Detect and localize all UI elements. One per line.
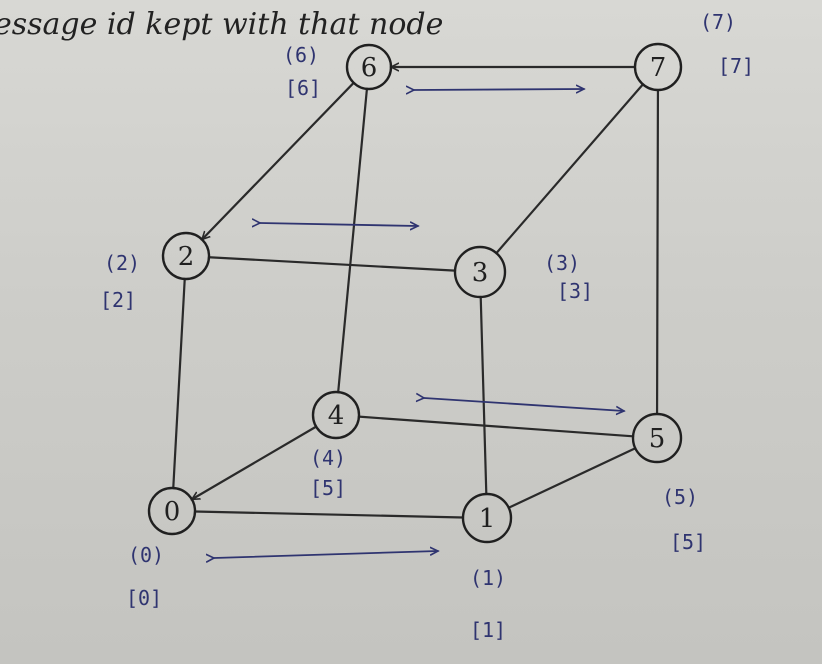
node-circle (633, 42, 683, 92)
label-layer: (0) [0] (1) [1] (2) [2] (3) [3] (4) [5] (5) [5] (6) [… (100, 10, 754, 642)
node-5-round-label: (5) (662, 485, 698, 509)
node-3-round-label: (3) (544, 251, 580, 275)
node-0: 0 (147, 486, 197, 536)
node-0-square-label: [0] (126, 586, 162, 610)
arrow-0-1 (214, 551, 438, 558)
node-7-square-label: [7] (718, 54, 754, 78)
node-id-text: 2 (178, 242, 195, 272)
edge-0-2 (172, 277, 186, 490)
node-circle (345, 43, 393, 91)
node-id-text: 4 (328, 401, 345, 431)
edge-layer (172, 67, 660, 519)
node-3-square-label: [3] (557, 279, 593, 303)
caption-text: essage id kept with that node (0, 7, 443, 42)
edge-5-7 (655, 88, 660, 416)
node-7: 7 (633, 42, 683, 92)
node-id-text: 7 (650, 53, 667, 83)
node-1: 1 (461, 492, 513, 544)
edge-1-5 (507, 447, 637, 509)
node-6-round-label: (6) (283, 43, 319, 67)
edge-1-3 (479, 295, 488, 496)
node-id-text: 0 (164, 497, 181, 527)
node-layer: 0 1 2 3 4 5 6 7 (147, 42, 683, 544)
node-5-square-label: [5] (670, 530, 706, 554)
node-circle (311, 390, 361, 440)
node-5: 5 (631, 412, 683, 464)
node-id-text: 1 (479, 504, 496, 534)
node-7-round-label: (7) (700, 10, 736, 34)
arrow-6-7 (414, 89, 584, 90)
node-4: 4 (311, 390, 361, 440)
node-0-round-label: (0) (128, 543, 164, 567)
node-1-square-label: [1] (470, 618, 506, 642)
node-3: 3 (453, 245, 507, 299)
traversal-arrows (214, 89, 624, 558)
node-2-square-label: [2] (100, 288, 136, 312)
arrow-2-3 (260, 223, 418, 226)
edge-4-5 (357, 415, 635, 438)
node-6-square-label: [6] (285, 76, 321, 100)
node-1-round-label: (1) (470, 566, 506, 590)
edge-0-1 (193, 510, 465, 519)
node-4-square-label: [5] (310, 476, 346, 500)
node-id-text: 5 (649, 424, 666, 454)
node-6: 6 (345, 43, 393, 91)
node-id-text: 6 (361, 53, 378, 83)
edge-4-6 (337, 87, 369, 394)
node-circle (453, 245, 507, 299)
edge-2-6 (202, 81, 355, 240)
node-circle (147, 486, 197, 536)
edge-0-4 (192, 425, 318, 501)
node-4-round-label: (4) (310, 446, 346, 470)
node-circle (461, 492, 513, 544)
arrow-4-5 (424, 398, 624, 411)
node-2: 2 (161, 231, 211, 281)
edge-3-7 (495, 83, 645, 255)
node-2-round-label: (2) (104, 251, 140, 275)
node-id-text: 3 (472, 258, 489, 288)
edge-2-3 (207, 256, 457, 272)
node-circle (631, 412, 683, 464)
node-circle (161, 231, 211, 281)
